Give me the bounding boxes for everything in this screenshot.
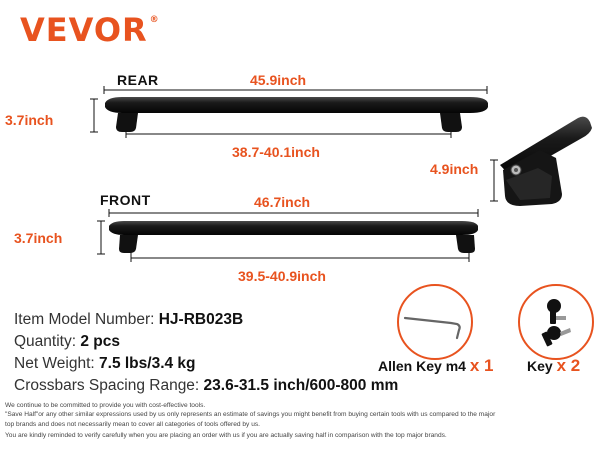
allen-key-label: Allen Key m4 x 1 [378, 357, 493, 374]
spec-weight: Net Weight: 7.5 lbs/3.4 kg [14, 356, 196, 372]
spec-model-label: Item Model Number: [14, 311, 159, 328]
spec-quantity-value: 2 pcs [80, 333, 120, 350]
spec-spacing: Crossbars Spacing Range: 23.6-31.5 inch/… [14, 378, 398, 394]
foot-height: 4.9inch [430, 161, 479, 177]
front-length: 46.7inch [254, 194, 311, 210]
allen-key-circle [397, 284, 473, 360]
front-left-foot [119, 235, 138, 253]
rear-left-foot [116, 113, 138, 132]
spec-model: Item Model Number: HJ-RB023B [14, 312, 243, 328]
foot-closeup [500, 116, 592, 206]
rear-right-foot [440, 113, 462, 132]
rear-label: REAR [117, 72, 159, 88]
spec-weight-label: Net Weight: [14, 355, 100, 372]
key-label: Key x 2 [527, 357, 580, 374]
rear-height: 3.7inch [5, 112, 54, 128]
allen-key-text: Allen Key m4 [378, 358, 466, 374]
spec-model-value: HJ-RB023B [158, 311, 244, 328]
spec-spacing-label: Crossbars Spacing Range: [14, 377, 204, 394]
brand-trademark: ® [149, 15, 160, 25]
spec-weight-value: 7.5 lbs/3.4 kg [99, 355, 196, 372]
rear-spread: 38.7-40.1inch [232, 144, 320, 160]
rear-length: 45.9inch [250, 72, 307, 88]
key-circle [518, 284, 594, 360]
allen-key-qty: x 1 [469, 356, 494, 375]
front-height: 3.7inch [14, 230, 63, 246]
rear-crossbar [105, 97, 488, 132]
disclaimer-line-2: "Save Half"or any other similar expressi… [5, 411, 496, 418]
key-icon [541, 299, 571, 347]
disclaimer-line-1: We continue to be committed to provide y… [5, 402, 206, 409]
spec-quantity: Quantity: 2 pcs [14, 334, 120, 350]
disclaimer-line-3: top brands and does not necessarily mean… [5, 421, 260, 428]
spec-spacing-value: 23.6-31.5 inch/600-800 mm [203, 377, 399, 394]
brand-name: VEVOR [20, 11, 148, 49]
front-label: FRONT [100, 192, 151, 208]
brand-logo: VEVOR® [20, 14, 160, 46]
spec-quantity-label: Quantity: [14, 333, 81, 350]
front-right-foot [456, 235, 475, 253]
roof-rack-diagram [90, 86, 592, 262]
front-crossbar [109, 221, 478, 253]
disclaimer-line-4: You are kindly reminded to verify carefu… [5, 432, 447, 439]
allen-key-icon [403, 316, 461, 340]
front-spread: 39.5-40.9inch [238, 268, 326, 284]
key-text: Key [527, 358, 553, 374]
key-qty: x 2 [556, 356, 581, 375]
